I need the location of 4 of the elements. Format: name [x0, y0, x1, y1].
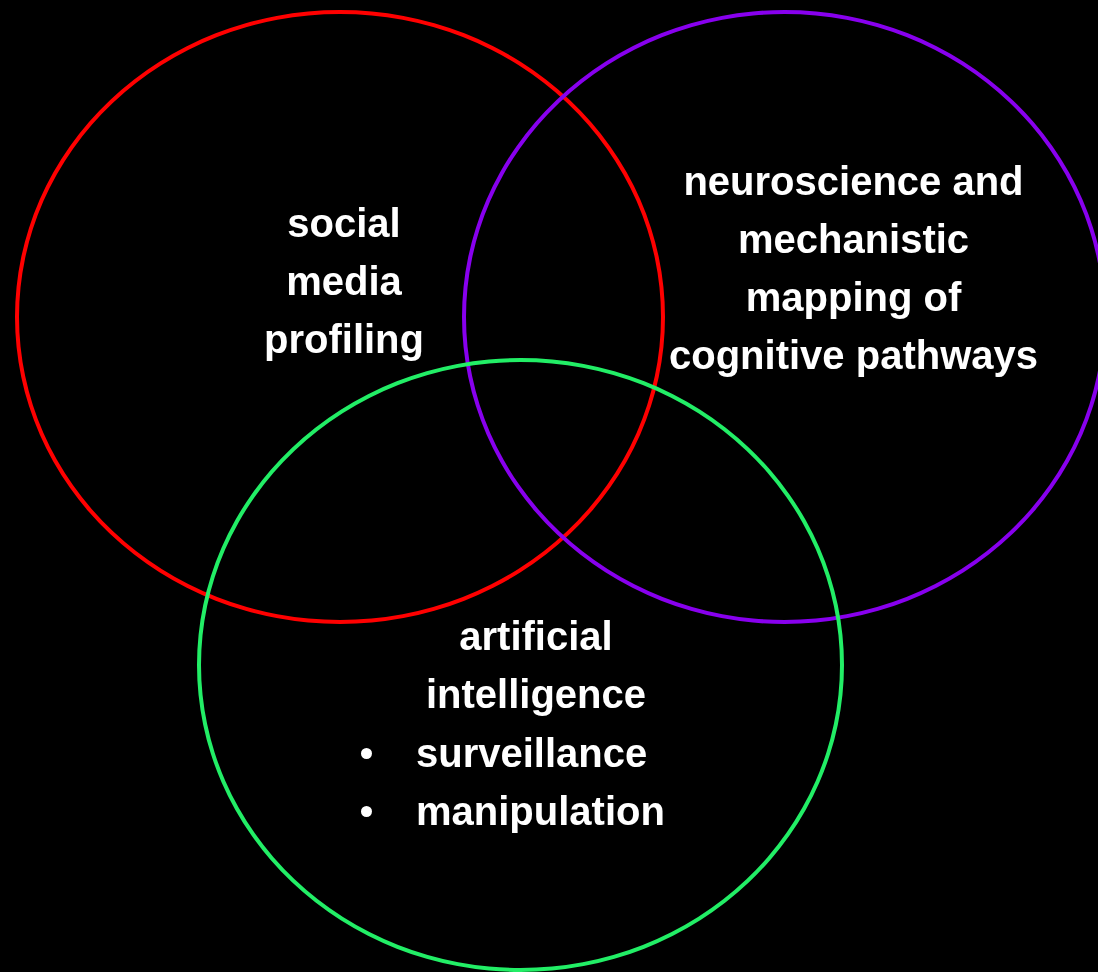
list-item-text: manipulation — [416, 788, 665, 835]
list-item-text: surveillance — [416, 730, 648, 777]
circle-label: social media profiling — [263, 200, 425, 363]
circle-label: neuroscience and mechanistic mapping of cognitive pathways — [668, 158, 1039, 379]
